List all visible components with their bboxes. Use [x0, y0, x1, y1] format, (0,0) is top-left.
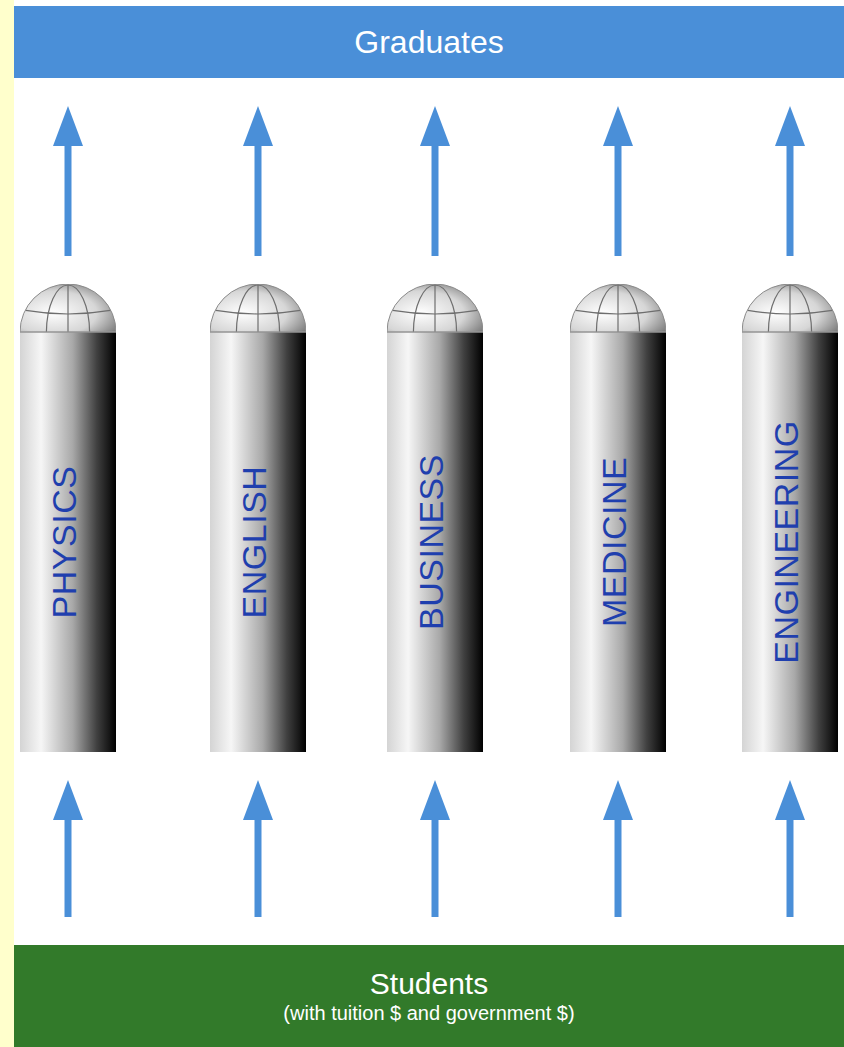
arrow-head [243, 780, 273, 820]
arrow-shaft [615, 142, 622, 256]
silo-label: BUSINESS [414, 454, 448, 630]
arrow-head [53, 780, 83, 820]
silo-dome [570, 284, 666, 332]
flow-arrow [243, 106, 273, 256]
arrow-shaft [432, 142, 439, 256]
silo-dome [387, 284, 483, 332]
silo-body [20, 332, 116, 752]
band-label: Graduates [354, 24, 503, 61]
flow-arrow [53, 106, 83, 256]
flow-arrow [775, 106, 805, 256]
silo-box: ENGINEERING [742, 284, 838, 752]
arrow-shaft [787, 816, 794, 917]
arrow-shaft [615, 816, 622, 917]
flow-arrow [603, 106, 633, 256]
silo-dome [210, 284, 306, 332]
silo-label: PHYSICS [47, 466, 81, 619]
silo-dome [20, 284, 116, 332]
silo-dome [742, 284, 838, 332]
arrow-shaft [255, 142, 262, 256]
silo-body [742, 332, 838, 752]
flow-arrow [420, 106, 450, 256]
arrow-shaft [432, 816, 439, 917]
silo-box: MEDICINE [570, 284, 666, 752]
flow-arrow [243, 780, 273, 917]
arrow-shaft [255, 816, 262, 917]
flow-arrow [603, 780, 633, 917]
dome-grid [742, 285, 838, 332]
dome-grid [570, 285, 666, 332]
silo-box: ENGLISH [210, 284, 306, 752]
silo-body [387, 332, 483, 752]
flow-arrow [420, 780, 450, 917]
arrow-head [243, 106, 273, 146]
silo-label: MEDICINE [597, 457, 631, 627]
flow-arrow [53, 780, 83, 917]
arrow-shaft [65, 816, 72, 917]
band-subtitle: (with tuition $ and government $) [283, 1002, 574, 1025]
flow-arrow [775, 780, 805, 917]
arrow-head [775, 106, 805, 146]
dome-grid [387, 285, 483, 332]
arrow-head [775, 780, 805, 820]
arrow-head [420, 106, 450, 146]
silo-body [570, 332, 666, 752]
silo-label: ENGLISH [237, 466, 271, 619]
silo-box: BUSINESS [387, 284, 483, 752]
group-band: Students(with tuition $ and government $… [14, 945, 844, 1047]
arrow-head [53, 106, 83, 146]
arrow-head [603, 106, 633, 146]
silo-box: PHYSICS [20, 284, 116, 752]
arrow-head [420, 780, 450, 820]
silo-label: ENGINEERING [769, 420, 803, 664]
dome-grid [20, 285, 116, 332]
arrow-shaft [65, 142, 72, 256]
dome-grid [210, 285, 306, 332]
band-label: Students [370, 967, 488, 1002]
arrow-shaft [787, 142, 794, 256]
silo-body [210, 332, 306, 752]
group-band: Graduates [14, 6, 844, 78]
arrow-head [603, 780, 633, 820]
